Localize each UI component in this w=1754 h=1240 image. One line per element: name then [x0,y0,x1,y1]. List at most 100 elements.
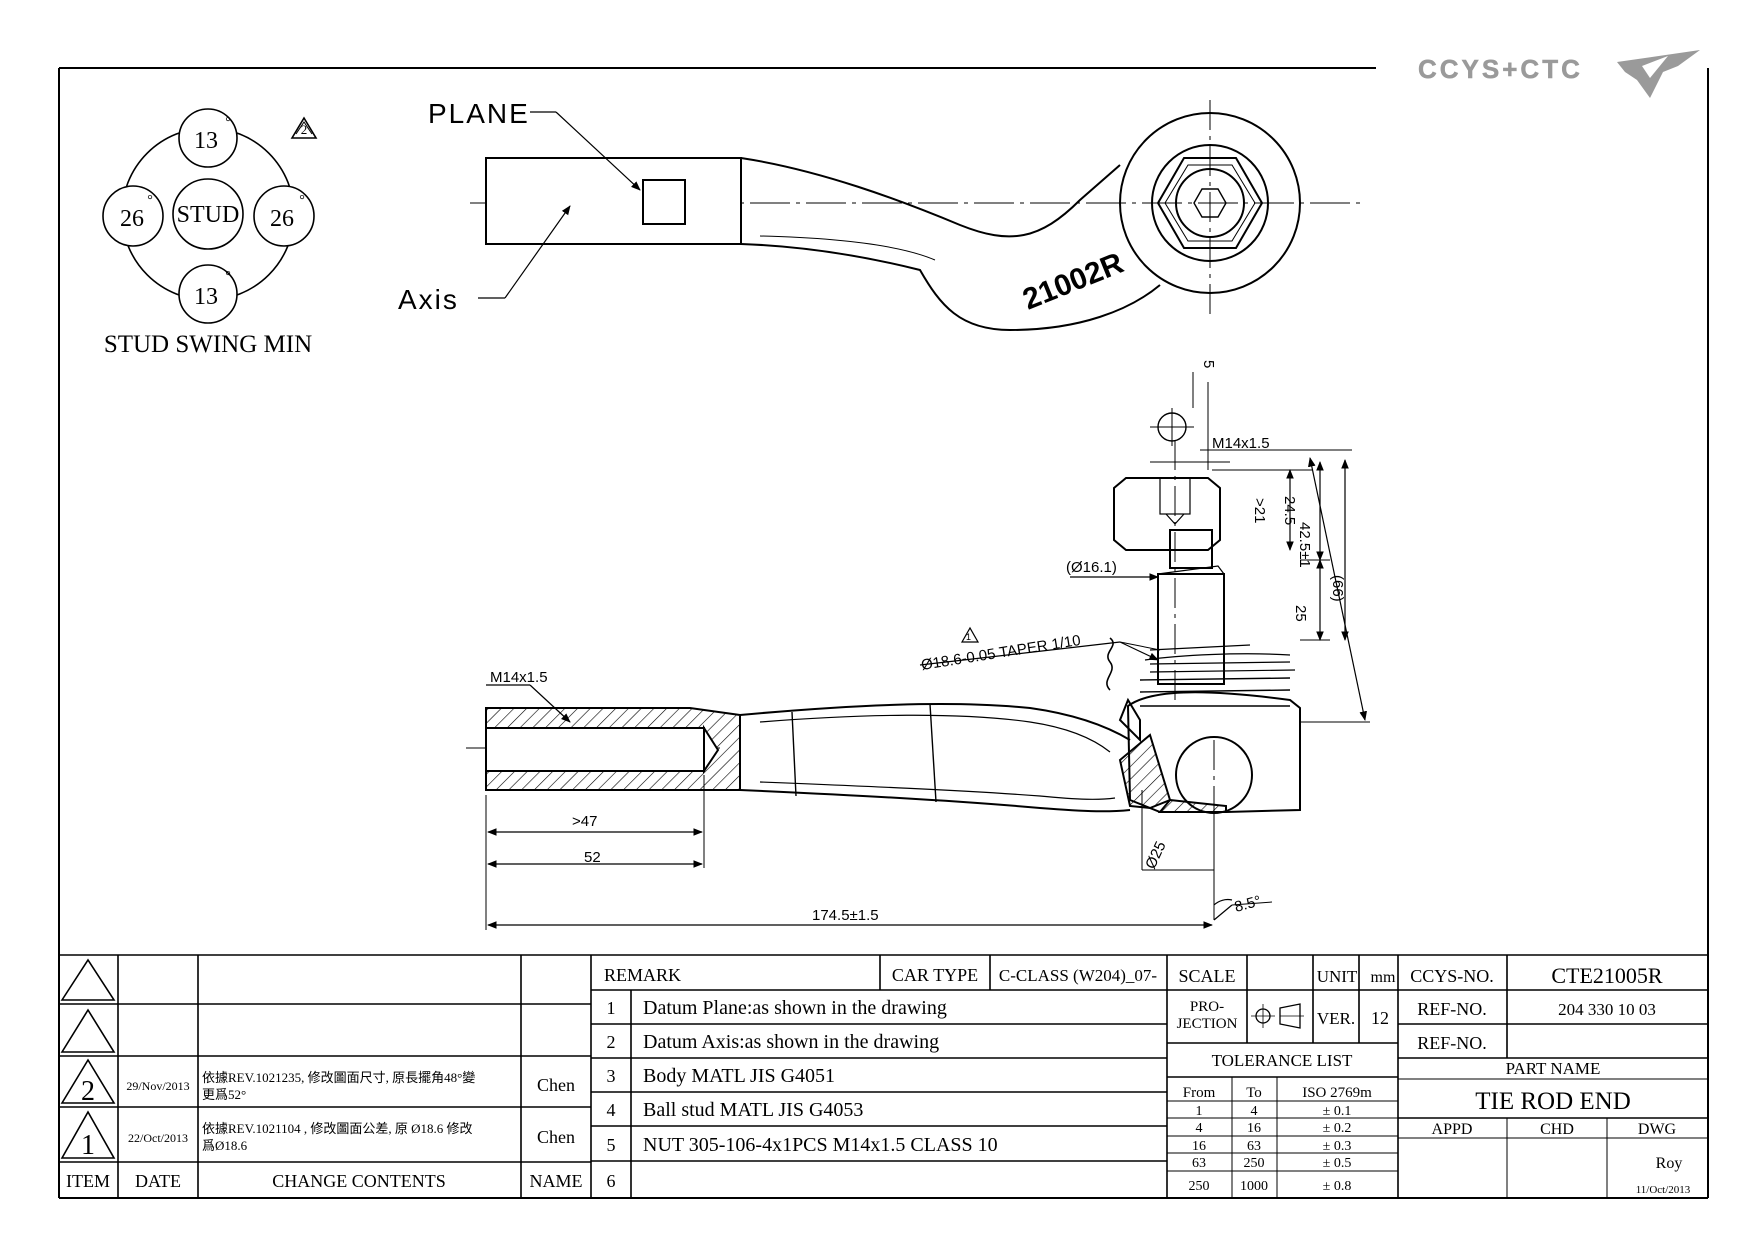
svg-text:250: 250 [1244,1156,1265,1171]
revision-triangle-1 [960,626,980,643]
remark-text-4: Ball stud MATL JIS G4053 [643,1099,863,1121]
deg-mark: ° [299,193,305,208]
dim-m14-left: M14x1.5 [490,669,548,686]
car-type-label: CAR TYPE [892,965,978,985]
revision-triangle-2: 2 [301,122,308,137]
dim-gt21: >21 [1251,498,1268,523]
svg-text:16: 16 [1247,1121,1261,1136]
ccys-label: CCYS-NO. [1410,966,1494,986]
ref2-label: REF-NO. [1417,1033,1487,1053]
svg-text:± 0.2: ± 0.2 [1323,1121,1352,1136]
ver-value: 12 [1371,1008,1389,1028]
sheet-border [58,67,1709,1199]
deg-mark: ° [225,115,231,130]
dim-52: 52 [584,849,601,866]
remark-text-2: Datum Axis:as shown in the drawing [643,1031,939,1053]
remark-no-6: 6 [607,1171,616,1191]
projection-symbol [1251,1003,1304,1029]
ref1-value: 204 330 10 03 [1558,1000,1656,1019]
ccys-value: CTE21005R [1551,963,1663,988]
revision-table: ITEM DATE CHANGE CONTENTS NAME 2 29/Nov/… [66,1070,583,1191]
dim-66: (66) [1329,575,1346,602]
rev-date-2: 29/Nov/2013 [126,1079,189,1093]
rev-date-1: 22/Oct/2013 [128,1131,188,1145]
svg-text:± 0.5: ± 0.5 [1323,1156,1352,1171]
deg-mark: ° [225,269,231,284]
ver-label: VER. [1317,1009,1355,1028]
remark-text-5: NUT 305-106-4x1PCS M14x1.5 CLASS 10 [643,1134,998,1156]
swing-left-value: 26 [120,206,144,232]
svg-text:1: 1 [1196,1104,1203,1119]
rev-header-date: DATE [135,1171,181,1191]
svg-text:1000: 1000 [1240,1179,1268,1194]
svg-text:1: 1 [966,632,971,642]
rev-contents-2b: 更爲52° [202,1087,246,1102]
dim-angle-8-5: 8.5° [1233,892,1263,915]
rev-contents-1a: 依據REV.1021104 , 修改圖面公差, 原 Ø18.6 修改 [202,1121,472,1136]
projection-label-2: JECTION [1177,1016,1238,1032]
plane-label: PLANE [428,98,530,129]
stud-swing-diagram [102,108,318,324]
unit-value: mm [1371,969,1396,986]
swing-right-value: 26 [270,206,294,232]
company-logo: CCYS+CTC [1418,50,1700,98]
remark-no-3: 3 [607,1066,616,1086]
rev-name-2: Chen [537,1075,575,1095]
remark-no-2: 2 [607,1032,616,1052]
scale-block: SCALE UNIT mm PRO- JECTION VER. 12 [1177,966,1396,1032]
swing-caption: STUD SWING MIN [104,331,312,358]
title-block: CCYS-NO. CTE21005R REF-NO. 204 330 10 03… [1410,963,1691,1196]
swing-bottom-value: 13 [194,284,218,310]
rev-name-1: Chen [537,1127,575,1147]
ref1-label: REF-NO. [1417,999,1487,1019]
rev-item-2: 2 [81,1076,95,1107]
stud-swing-labels: STUD 13 13 26 26 ° ° ° ° 2 STUD SWING MI… [104,115,312,358]
dim-25-vertical: 25 [1292,605,1309,622]
dim-24-5: 24.5 [1281,496,1298,525]
svg-text:63: 63 [1192,1156,1206,1171]
dim-taper: Ø18.6-0.05 TAPER 1/10 [920,632,1082,674]
tol-header-iso: ISO 2769m [1302,1085,1372,1101]
dim-gt47: >47 [572,813,597,830]
svg-text:± 0.8: ± 0.8 [1323,1179,1352,1194]
remark-title: REMARK [604,965,681,985]
rev-header-contents: CHANGE CONTENTS [272,1171,446,1191]
rev-item-1: 1 [81,1130,95,1161]
svg-text:± 0.3: ± 0.3 [1323,1139,1352,1154]
dwg-label: DWG [1638,1121,1677,1138]
rev-header-item: ITEM [66,1171,110,1191]
scale-label: SCALE [1178,966,1235,986]
svg-text:250: 250 [1189,1179,1210,1194]
remark-no-1: 1 [607,998,616,1018]
section-dimensions: 5 M14x1.5 >21 24.5 42.5±1 (66) 25 (Ø16.1… [490,360,1346,924]
dim-phi25: Ø25 [1142,839,1169,872]
tol-header-from: From [1183,1085,1216,1101]
rev-contents-1b: 爲Ø18.6 [202,1138,248,1153]
remark-no-5: 5 [607,1135,616,1155]
svg-text:16: 16 [1192,1139,1206,1154]
svg-text:± 0.1: ± 0.1 [1323,1104,1352,1119]
tol-header-to: To [1246,1085,1262,1101]
part-name: TIE ROD END [1475,1088,1631,1115]
top-view [470,100,1360,332]
svg-text:4: 4 [1251,1104,1258,1119]
swing-center-label: STUD [177,202,240,228]
dim-174-5: 174.5±1.5 [812,907,879,924]
drawn-date: 11/Oct/2013 [1636,1184,1691,1196]
part-name-label: PART NAME [1506,1059,1601,1078]
swing-top-value: 13 [194,128,218,154]
remarks-table: REMARK CAR TYPE C-CLASS (W204)_07- 1 Dat… [604,965,1157,1191]
tolerance-title: TOLERANCE LIST [1212,1051,1353,1070]
tolerance-list: TOLERANCE LIST From To ISO 2769m 1 4 ± 0… [1183,1051,1372,1194]
logo-wing-icon [1617,50,1700,98]
axis-label: Axis [398,284,459,315]
dim-m14-top: M14x1.5 [1212,435,1270,452]
projection-label-1: PRO- [1190,999,1224,1015]
title-block-frame [59,954,1708,1198]
drawn-by: Roy [1656,1155,1683,1172]
rev-contents-2a: 依據REV.1021235, 修改圖面尺寸, 原長擺角48°變 [202,1070,475,1085]
svg-text:4: 4 [1196,1121,1203,1136]
chd-label: CHD [1540,1121,1574,1138]
svg-text:63: 63 [1247,1139,1261,1154]
